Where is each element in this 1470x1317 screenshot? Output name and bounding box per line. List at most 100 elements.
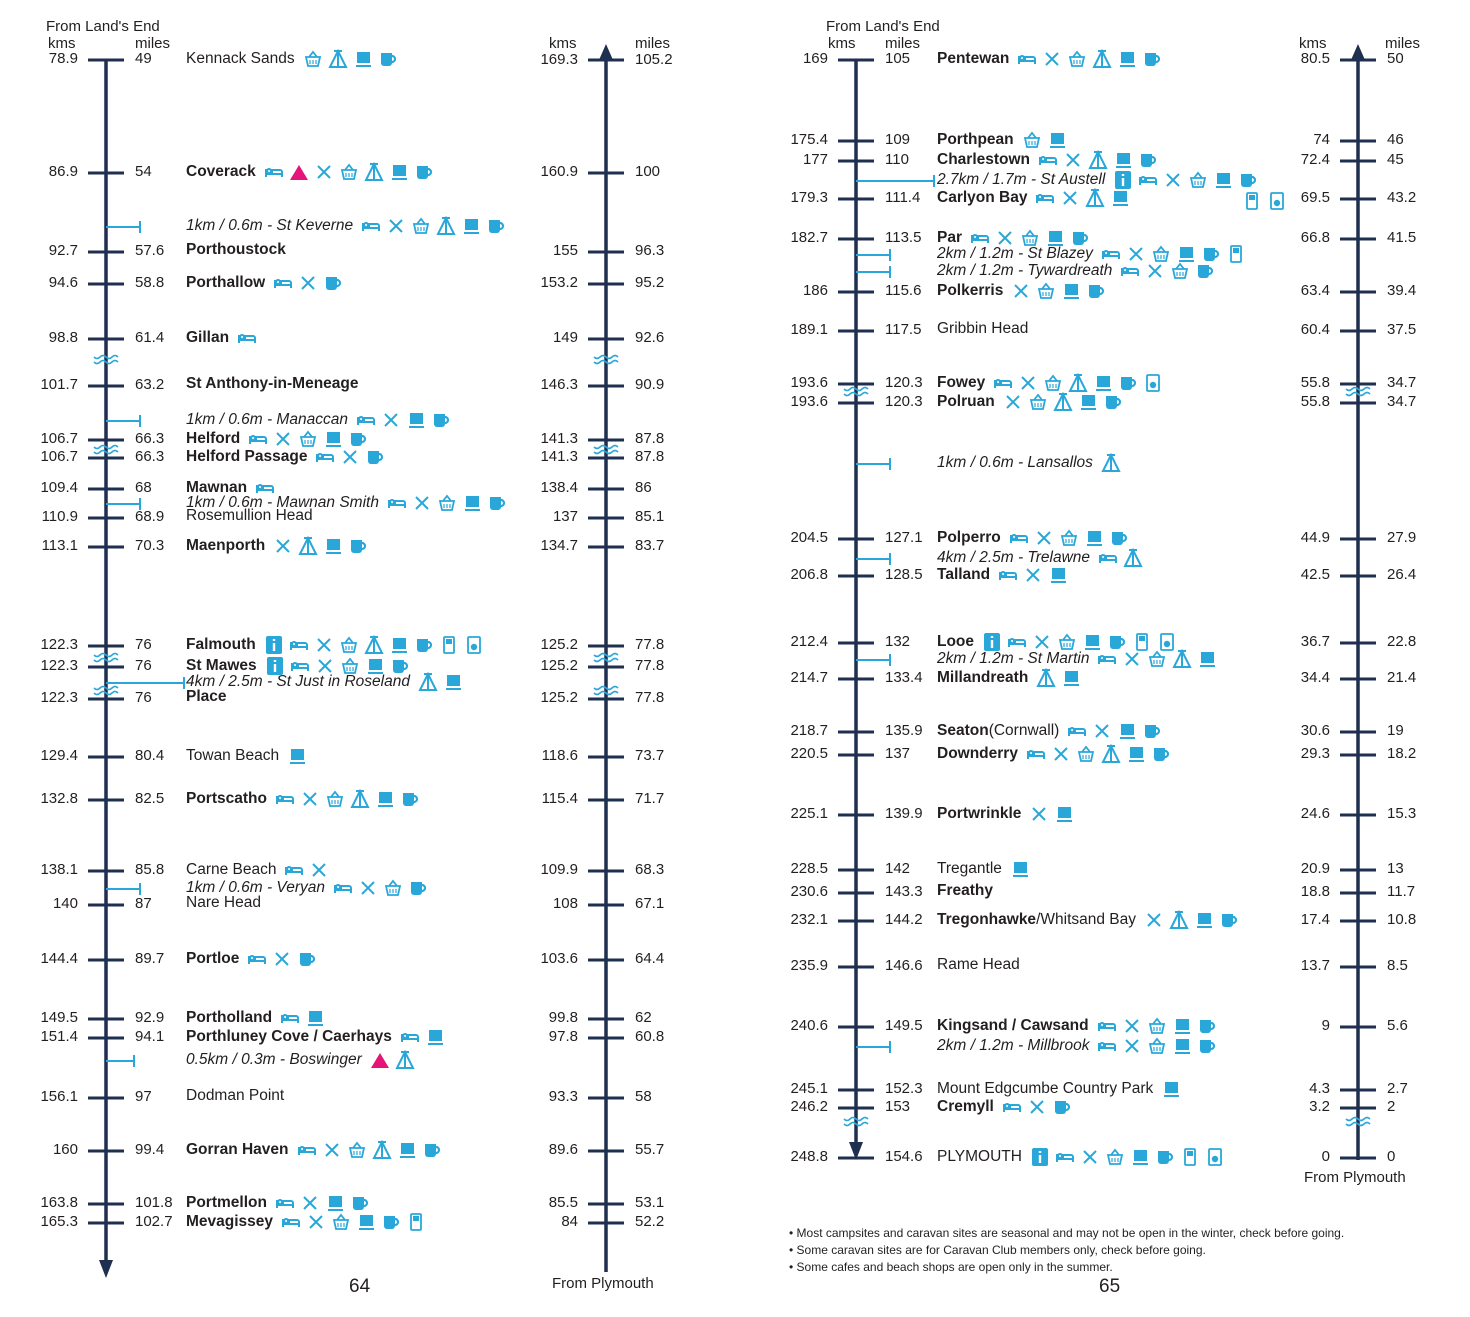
camp-icon [327, 49, 348, 68]
kms-from-lands-end: 206.8 [790, 566, 828, 583]
kms-from-plymouth: 141.3 [540, 430, 578, 447]
shop-icon [1149, 1037, 1166, 1054]
drink-icon [1111, 532, 1127, 545]
facility-icons [273, 273, 343, 293]
facility-icons [237, 328, 257, 348]
miles-from-lands-end: 143.3 [885, 883, 923, 900]
kms-from-lands-end: 245.1 [790, 1080, 828, 1097]
place-name: Dodman Point [186, 1087, 285, 1104]
place-name: Place [186, 688, 227, 705]
bed-icon [264, 168, 283, 177]
place-name: Falmouth [186, 636, 256, 653]
place-entry: Polperro [937, 528, 1129, 548]
place-entry: Portwrinkle [937, 804, 1074, 824]
cafe-icon [326, 539, 342, 554]
wash-icon [1184, 1148, 1196, 1166]
kms-from-plymouth-top: 169.3 [540, 51, 578, 68]
shop-icon [332, 1213, 350, 1230]
miles-from-lands-end: 101.8 [135, 1194, 173, 1211]
place-entry: Porthluney Cove / Caerhays [186, 1027, 445, 1047]
shop-icon [1190, 171, 1207, 188]
kms-from-plymouth: 30.6 [1300, 722, 1330, 739]
shop-icon [341, 657, 358, 674]
kms-from-plymouth: 115.4 [541, 790, 578, 807]
place-name: Downderry [937, 745, 1018, 762]
place-entry: 1km / 0.6m - Veryan [186, 878, 428, 898]
cafe-icon [1085, 635, 1101, 650]
bed-icon [285, 866, 304, 875]
header-miles: miles [135, 35, 171, 52]
food-icon [384, 413, 398, 427]
food-icon [1037, 531, 1051, 545]
hostel-icon [289, 165, 308, 180]
food-icon [1026, 568, 1040, 582]
miles-from-lands-end: 49 [135, 50, 152, 67]
miles-from-lands-end: 142 [885, 860, 911, 877]
kms-from-plymouth: 118.6 [541, 747, 578, 764]
facility-icons [1011, 281, 1106, 301]
drink-icon [1073, 232, 1089, 245]
miles-from-lands-end: 85.8 [135, 861, 165, 878]
miles-from-plymouth: 100 [635, 163, 661, 180]
kms-from-lands-end: 179.3 [790, 189, 828, 206]
kms-from-lands-end: 110.9 [41, 508, 78, 525]
food-icon [1083, 1150, 1097, 1164]
kms-from-lands-end: 248.8 [790, 1148, 828, 1165]
camp-icon [1036, 668, 1056, 687]
cafe-icon [1216, 173, 1232, 188]
footnote: • Some cafes and beach shops are open on… [789, 1260, 1113, 1274]
kms-from-lands-end: 175.4 [790, 131, 828, 148]
bed-icon [1018, 55, 1037, 64]
cafe-icon [1086, 531, 1102, 546]
drink-icon [1121, 377, 1137, 390]
cafe-icon [1128, 747, 1144, 762]
miles-from-lands-end: 54 [135, 163, 152, 180]
miles-from-plymouth: 13 [1387, 860, 1404, 877]
facility-icons [287, 746, 307, 766]
facility-icons [1098, 548, 1143, 568]
place-entry: Coverack [186, 162, 434, 182]
place-name: Porthoustock [186, 241, 286, 258]
facility-icons [265, 656, 410, 676]
cafe-icon [1197, 913, 1212, 928]
facility-icons [1036, 668, 1081, 688]
kms-from-plymouth: 18.8 [1300, 883, 1330, 900]
bed-icon [1008, 638, 1027, 647]
cafe-icon [377, 792, 393, 807]
miles-from-lands-end: 82.5 [135, 790, 165, 807]
camp-icon [1172, 649, 1193, 668]
drink-icon [1241, 174, 1257, 187]
kms-from-plymouth: 125.2 [540, 689, 578, 706]
kms-from-plymouth: 17.4 [1300, 911, 1330, 928]
miles-from-lands-end: 70.3 [135, 537, 165, 554]
facility-icons [361, 216, 506, 236]
header-miles-right: miles [635, 35, 671, 52]
cafe-icon [326, 432, 342, 447]
camp-icon [418, 672, 438, 691]
place-entry: Freathy [937, 882, 993, 900]
miles-from-lands-end: 120.3 [885, 393, 923, 410]
kms-from-plymouth: 66.8 [1300, 229, 1330, 246]
food-icon [317, 165, 331, 179]
miles-from-lands-end: 66.3 [135, 430, 165, 447]
place-entry: Polkerris [937, 281, 1106, 301]
kms-from-lands-end: 101.7 [40, 376, 78, 393]
bed-icon [1098, 655, 1117, 664]
cafe-icon [445, 675, 461, 690]
miles-from-lands-end: 113.5 [885, 229, 922, 246]
bed-icon [1039, 156, 1058, 165]
miles-from-plymouth: 41.5 [1387, 229, 1417, 246]
place-entry: Tregantle [937, 859, 1030, 879]
place-entry: 1km / 0.6m - Manaccan [186, 410, 451, 430]
place-entry: Millandreath [937, 668, 1081, 688]
kms-from-lands-end: 113.1 [41, 537, 78, 554]
kms-from-lands-end: 225.1 [790, 805, 828, 822]
kms-from-lands-end: 186 [802, 282, 828, 299]
miles-from-plymouth: 34.7 [1387, 393, 1417, 410]
camp-icon [1123, 548, 1143, 567]
place-name: Helford Passage [186, 448, 308, 465]
place-entry: 2km / 1.2m - St Martin [937, 649, 1217, 669]
food-icon [1166, 173, 1180, 187]
shop-icon [1021, 229, 1039, 246]
cafe-icon [1178, 247, 1194, 262]
